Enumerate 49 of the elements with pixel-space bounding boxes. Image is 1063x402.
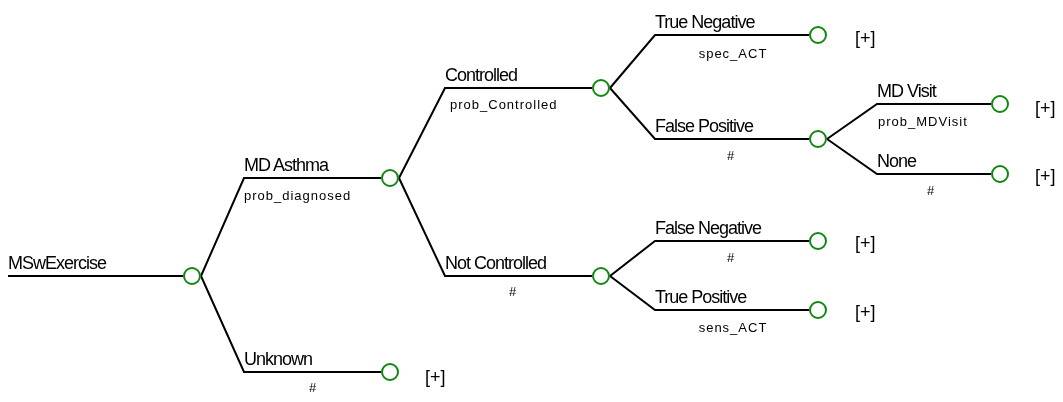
terminal-node-circle (809, 232, 827, 250)
chance-node-circle (809, 130, 827, 148)
branch-label: True Negative (655, 12, 755, 32)
terminal-marker: [+] (425, 367, 446, 387)
probability-label: spec_ACT (698, 46, 768, 62)
branch-label: MD Asthma (244, 155, 329, 175)
probability-label: prob_MDVisit (878, 114, 968, 130)
chance-node-circle (592, 79, 610, 97)
terminal-node-circle (809, 301, 827, 319)
branch-line (200, 177, 382, 277)
branch-label: Not Controlled (445, 253, 547, 273)
terminal-node-circle (809, 26, 827, 44)
probability-label: # (726, 148, 736, 164)
branch-line (609, 275, 810, 311)
probability-label: prob_diagnosed (244, 188, 352, 204)
branch-label: MSwExercise (8, 253, 107, 273)
terminal-marker: [+] (1035, 98, 1056, 118)
branch-label: False Negative (655, 218, 762, 238)
terminal-node-circle (991, 95, 1009, 113)
branch-label: None (877, 151, 917, 171)
branch-line (826, 103, 992, 140)
branch-line (609, 34, 810, 89)
probability-label: sens_ACT (698, 320, 768, 336)
branch-line (200, 275, 382, 373)
chance-node-circle (592, 267, 610, 285)
branch-line (398, 177, 593, 277)
branch-line (826, 138, 992, 175)
branch-label: MD Visit (877, 81, 936, 101)
probability-label: # (726, 250, 736, 266)
terminal-marker: [+] (855, 302, 876, 322)
branch-line (7, 275, 184, 277)
branch-line (609, 87, 810, 140)
terminal-marker: [+] (855, 233, 876, 253)
terminal-node-circle (991, 165, 1009, 183)
chance-node-circle (381, 169, 399, 187)
probability-label: # (508, 284, 518, 300)
branch-label: True Positive (655, 287, 747, 307)
terminal-marker: [+] (1035, 166, 1056, 186)
branch-label: Controlled (445, 65, 518, 85)
branch-label: Unknown (244, 349, 313, 369)
terminal-node-circle (381, 363, 399, 381)
probability-label: # (308, 380, 318, 396)
branch-line (398, 87, 593, 179)
branch-line (609, 240, 810, 277)
chance-node-circle (183, 267, 201, 285)
branch-label: False Positive (655, 116, 754, 136)
probability-label: prob_Controlled (450, 97, 558, 113)
probability-label: # (926, 183, 936, 199)
terminal-marker: [+] (855, 28, 876, 48)
